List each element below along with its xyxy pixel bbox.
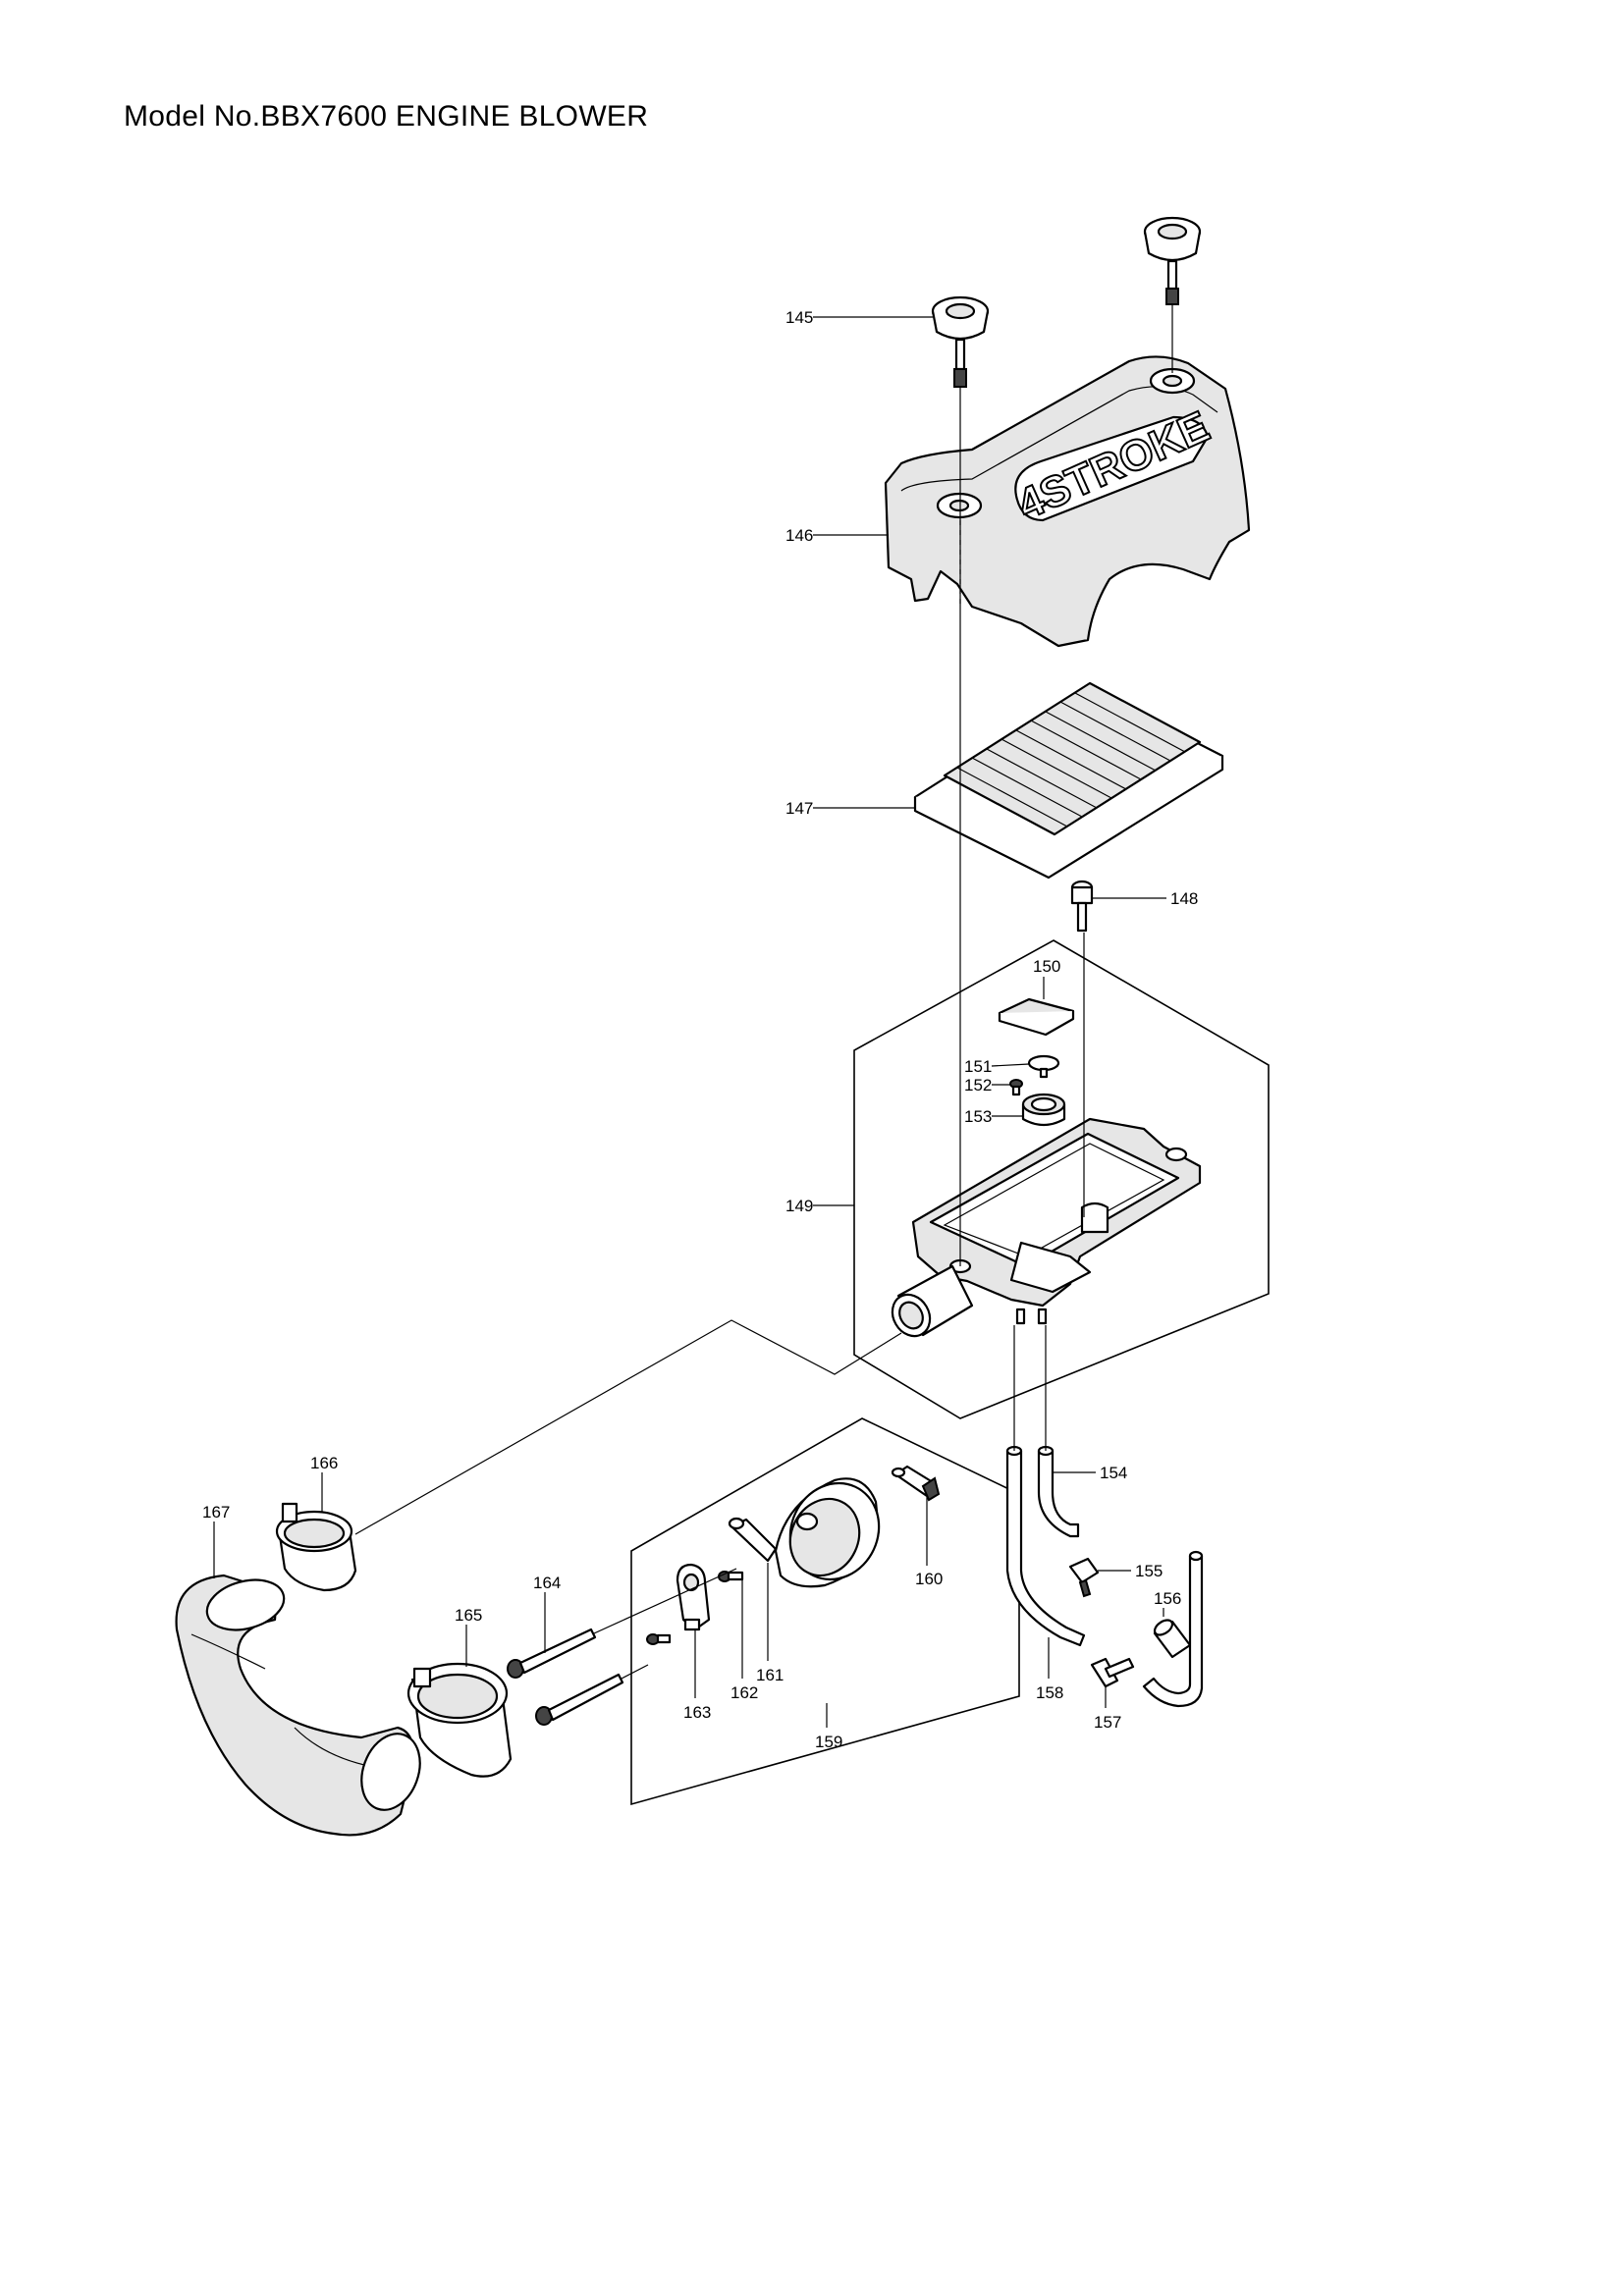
plate-part-150 <box>998 997 1075 1037</box>
label-164: 164 <box>533 1574 561 1592</box>
clamp-part-166 <box>275 1502 357 1592</box>
label-150: 150 <box>1033 957 1060 976</box>
clamp-part-165 <box>406 1662 513 1778</box>
label-167: 167 <box>202 1503 230 1522</box>
label-161: 161 <box>756 1666 784 1684</box>
cover-part-146: 4STROKE <box>884 355 1251 648</box>
clamp-part-155 <box>1068 1557 1100 1598</box>
label-155: 155 <box>1135 1562 1163 1580</box>
knob-part-145 <box>931 295 990 388</box>
label-157: 157 <box>1094 1713 1121 1732</box>
label-148: 148 <box>1170 889 1198 908</box>
valve-part-151 <box>1027 1054 1060 1079</box>
elbow-part-160 <box>891 1465 941 1502</box>
assembly-lines <box>354 304 1173 1680</box>
leader-lines <box>213 316 1166 1728</box>
case-part-149 <box>891 1117 1202 1338</box>
ring-part-153 <box>1021 1093 1066 1127</box>
fitting-part-157 <box>1090 1657 1135 1688</box>
label-163: 163 <box>683 1703 711 1722</box>
label-160: 160 <box>915 1570 943 1588</box>
label-159: 159 <box>815 1733 842 1751</box>
label-147: 147 <box>785 799 813 818</box>
bolts-part-164 <box>507 1628 624 1726</box>
group-box-149 <box>853 939 1270 1419</box>
housing-part-161 <box>774 1477 881 1588</box>
label-149: 149 <box>785 1197 813 1215</box>
knob-right-part <box>1143 216 1202 305</box>
tube-part-156 <box>1142 1550 1204 1708</box>
bolt-part-148 <box>1070 880 1094 933</box>
label-154: 154 <box>1100 1464 1127 1482</box>
pipe-part-167 <box>175 1574 421 1837</box>
label-158: 158 <box>1036 1683 1063 1702</box>
plate-part-162 <box>718 1517 778 1582</box>
bracket-part-163 <box>646 1563 711 1645</box>
tube-part-154 <box>1037 1445 1080 1538</box>
label-153: 153 <box>964 1107 992 1126</box>
label-146: 146 <box>785 526 813 545</box>
group-box-159 <box>630 1417 1020 1806</box>
filter-pleats <box>956 692 1186 828</box>
label-166: 166 <box>310 1454 338 1472</box>
label-145: 145 <box>785 308 813 327</box>
page-title: Model No.BBX7600 ENGINE BLOWER <box>124 100 649 133</box>
label-165: 165 <box>455 1606 482 1625</box>
label-152: 152 <box>964 1076 992 1095</box>
part-labels: 145 146 147 148 149 150 151 152 153 154 … <box>202 308 1198 1751</box>
filter-part-147 <box>913 681 1224 880</box>
screw-part-152 <box>1009 1079 1023 1096</box>
label-156: 156 <box>1154 1589 1181 1608</box>
label-162: 162 <box>730 1683 758 1702</box>
label-151: 151 <box>964 1057 992 1076</box>
